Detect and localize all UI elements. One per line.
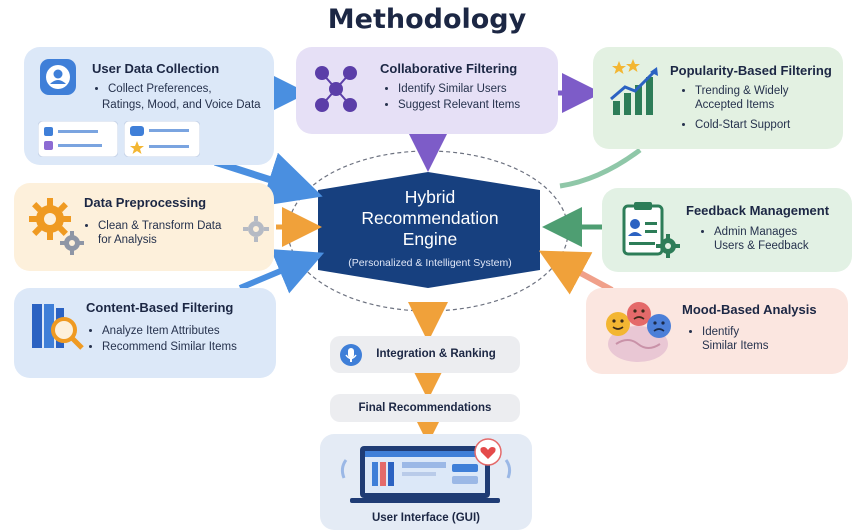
microphone-icon <box>340 344 362 366</box>
list-item: Cold-Start Support <box>695 117 790 133</box>
user-icon <box>40 59 76 95</box>
final-recommendations-step: Final Recommendations <box>330 394 520 422</box>
card-title: Popularity-Based Filtering <box>670 63 832 78</box>
list-item: Identify <box>702 324 739 340</box>
laptop-icon <box>340 438 512 503</box>
clipboard-icon <box>622 202 680 258</box>
arrow-user-to-engine <box>213 152 323 207</box>
form-icon <box>38 121 118 157</box>
card-title: Collaborative Filtering <box>380 61 518 76</box>
list-item: Collect Preferences, <box>108 81 212 97</box>
list-item-continuation: Similar Items <box>702 340 769 352</box>
card-title: User Data Collection <box>92 61 220 76</box>
list-item: Suggest Relevant Items <box>398 97 520 113</box>
list-item-continuation: Accepted Items <box>695 99 775 111</box>
book-search-icon <box>32 304 84 350</box>
card-title: Data Preprocessing <box>84 195 207 210</box>
growth-chart-icon <box>610 59 658 115</box>
gui-label: User Interface (GUI) <box>371 512 480 524</box>
list-item: Recommend Similar Items <box>102 339 237 355</box>
arrow-pop-to-engine <box>559 147 642 189</box>
integration-label: Integration & Ranking <box>376 348 496 360</box>
list-item-continuation: Users & Feedback <box>714 240 809 252</box>
engine-hexagon <box>318 172 540 288</box>
card-collaborative-filtering: Collaborative Filtering Identify Similar… <box>296 47 558 134</box>
arrow-cb-to-engine <box>238 249 325 294</box>
list-item: Clean & Transform Data <box>98 218 221 234</box>
diagram-title: Methodology <box>327 4 527 35</box>
card-content-based-filtering: Content-Based Filtering Analyze Item Att… <box>14 288 276 378</box>
mood-faces-icon <box>606 302 671 362</box>
rating-icon <box>124 121 200 157</box>
small-gear-icon <box>243 216 269 242</box>
gear-icon <box>29 198 84 255</box>
integration-ranking-step: Integration & Ranking <box>330 336 520 373</box>
card-data-preprocessing: Data Preprocessing Clean & Transform Dat… <box>14 183 274 271</box>
network-icon <box>315 66 357 112</box>
card-title: Mood-Based Analysis <box>682 302 817 317</box>
engine-title-line1: Hybrid <box>404 187 456 207</box>
user-interface-step: User Interface (GUI) <box>320 434 532 530</box>
card-popularity-filtering: Popularity-Based Filtering Trending & Wi… <box>593 47 843 149</box>
card-user-data-collection: User Data Collection Collect Preferences… <box>24 47 274 165</box>
engine-subtitle: (Personalized & Intelligent System) <box>348 257 512 269</box>
list-item: Identify Similar Users <box>398 81 520 97</box>
list-item-continuation: for Analysis <box>98 234 157 246</box>
list-item-continuation: Ratings, Mood, and Voice Data <box>102 99 261 111</box>
arrow-mood-to-engine <box>538 250 614 295</box>
list-item: Admin Manages <box>714 224 797 240</box>
card-feedback-management: Feedback Management Admin Manages Users … <box>602 188 852 272</box>
engine-title-line2: Recommendation <box>361 208 499 228</box>
list-item: Trending & Widely <box>695 83 789 99</box>
list-item: Analyze Item Attributes <box>102 323 237 339</box>
card-mood-based-analysis: Mood-Based Analysis Identify Similar Ite… <box>586 288 848 374</box>
card-title: Content-Based Filtering <box>86 300 234 315</box>
engine-title-line3: Engine <box>402 229 458 249</box>
card-title: Feedback Management <box>686 203 830 218</box>
